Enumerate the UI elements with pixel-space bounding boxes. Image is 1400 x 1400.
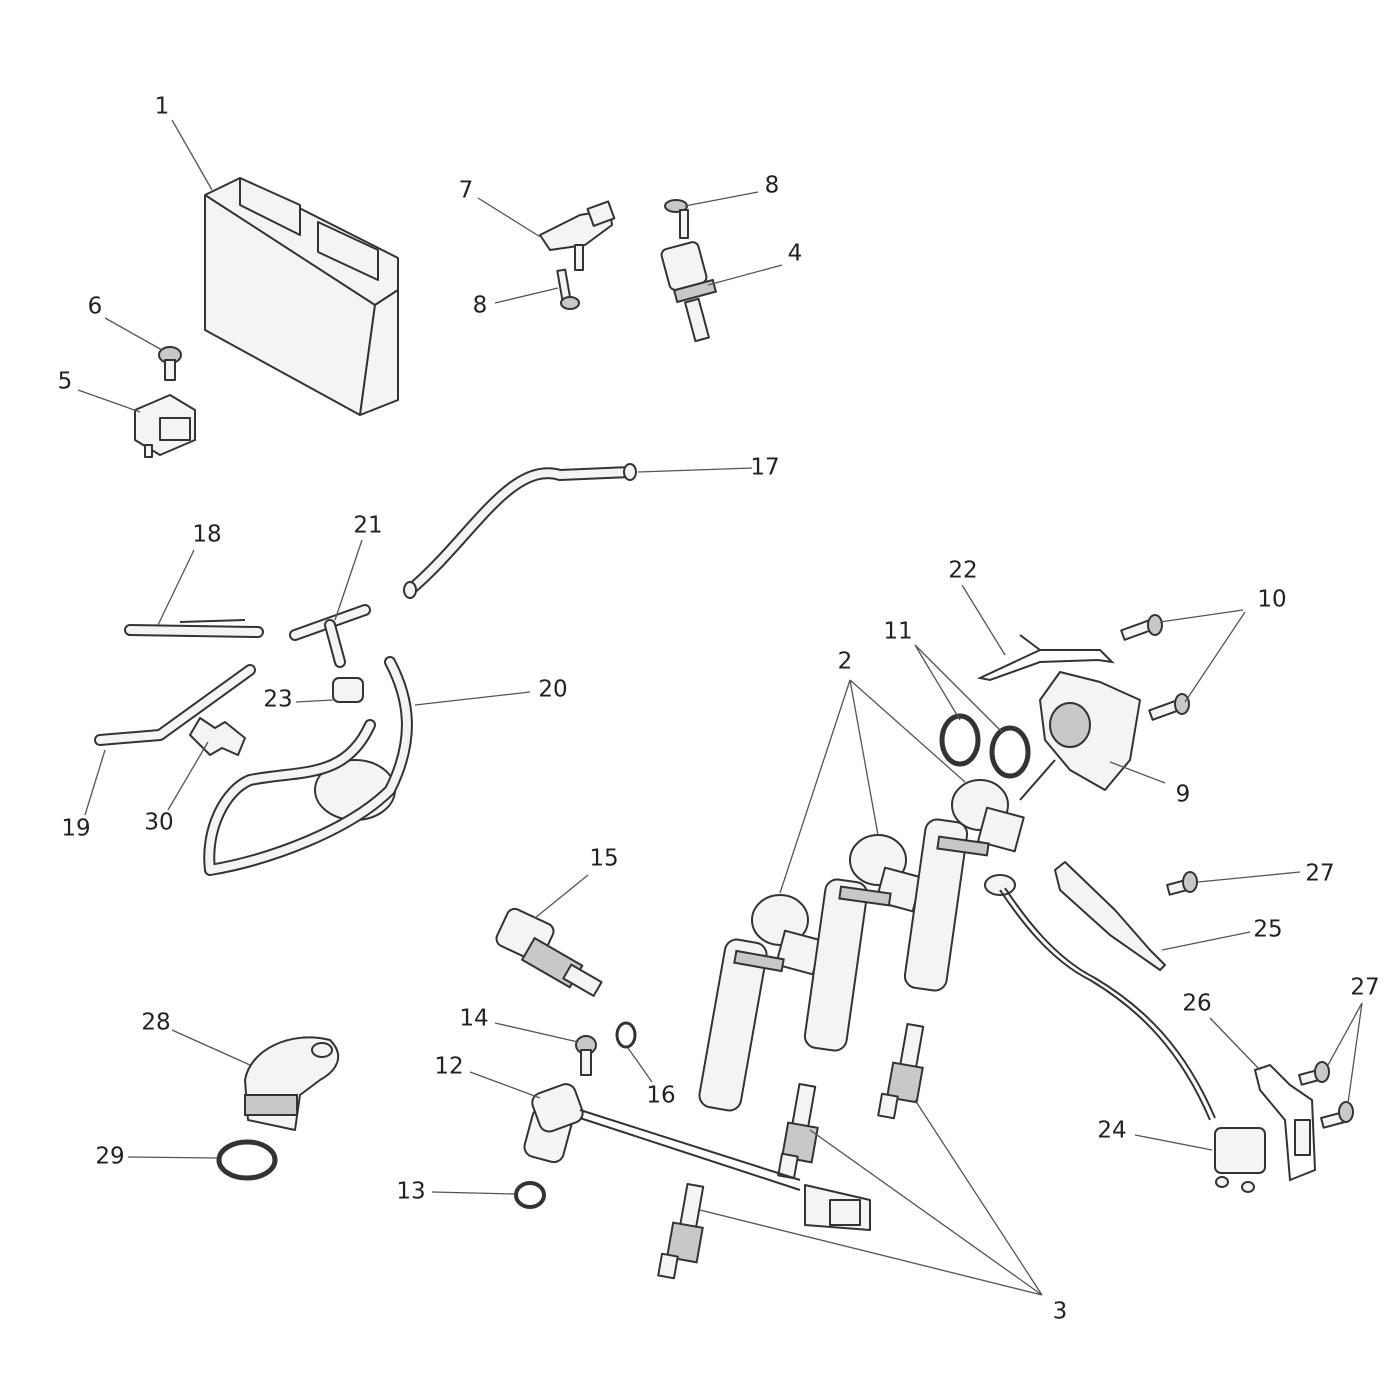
part-29-o-ring[interactable] [216,1139,278,1181]
callout-16: 16 [646,1083,675,1109]
part-18-hose[interactable] [124,619,264,638]
part-27-bolt-lower-b[interactable] [1320,1101,1354,1129]
part-22-bracket[interactable] [976,634,1115,682]
callout-7: 7 [459,178,474,204]
part-10-bolt-upper[interactable] [1120,614,1163,641]
part-5-sensor[interactable] [134,394,196,458]
callout-24: 24 [1097,1118,1126,1144]
callout-11: 11 [883,619,912,645]
part-12-sensor[interactable] [522,1081,871,1231]
part-15-sensor[interactable] [494,906,603,997]
callout-labels: 1 2 3 4 5 6 7 8 8 9 10 11 12 13 14 15 16… [58,94,1380,1325]
callout-26: 26 [1182,991,1211,1017]
part-2-coil-middle[interactable] [803,834,923,1052]
callout-6: 6 [88,294,103,320]
callout-10: 10 [1257,587,1286,613]
part-8-screw-lower[interactable] [556,268,580,310]
callout-4: 4 [788,241,803,267]
part-2-coil-left[interactable] [698,894,823,1112]
part-17-hose[interactable] [403,463,637,599]
part-3-spark-plug-c[interactable] [657,1182,705,1280]
callout-20: 20 [538,677,567,703]
part-30-clip[interactable] [189,717,246,756]
part-8-screw-upper[interactable] [664,199,689,239]
part-6-bolt[interactable] [158,346,182,381]
part-9-sensor[interactable] [1019,671,1141,801]
callout-8-upper: 8 [765,173,780,199]
callout-13: 13 [396,1179,425,1205]
callout-18: 18 [192,522,221,548]
callout-5: 5 [58,369,73,395]
callout-19: 19 [61,816,90,842]
callout-3: 3 [1053,1299,1068,1325]
part-19-hose[interactable] [94,664,256,746]
callout-28: 28 [141,1010,170,1036]
callout-8-lower: 8 [473,293,488,319]
part-24-sensor-harness[interactable] [984,874,1266,1193]
part-1-ecu[interactable] [204,177,399,416]
part-14-bolt[interactable] [575,1035,597,1076]
part-28-cap[interactable] [244,1036,340,1131]
callout-1: 1 [155,94,170,120]
part-10-bolt-lower[interactable] [1148,693,1190,721]
part-11-o-rings[interactable] [939,713,1031,779]
part-16-o-ring[interactable] [615,1021,637,1049]
callout-14: 14 [459,1006,488,1032]
leader-lines [77,119,1363,1296]
callout-17: 17 [750,455,779,481]
part-20-hose[interactable] [203,656,413,876]
part-26-bracket[interactable] [1253,1063,1317,1182]
callout-25: 25 [1253,917,1282,943]
part-3-spark-plug-a[interactable] [777,1082,819,1180]
callout-27-upper: 27 [1305,861,1334,887]
callout-29: 29 [95,1144,124,1170]
part-2-coil-right[interactable] [903,779,1025,992]
callout-30: 30 [144,810,173,836]
part-4-sensor[interactable] [660,241,718,343]
callout-22: 22 [948,558,977,584]
callout-15: 15 [589,846,618,872]
part-3-spark-plug-b[interactable] [877,1022,925,1120]
callout-2: 2 [838,649,853,675]
callout-9: 9 [1176,782,1191,808]
callout-12: 12 [434,1054,463,1080]
callout-27-lower: 27 [1350,975,1379,1001]
callout-23: 23 [263,687,292,713]
part-13-o-ring[interactable] [514,1181,546,1209]
part-25-bracket-plate[interactable] [1054,861,1166,971]
part-21-t-piece[interactable] [289,604,371,668]
callout-21: 21 [353,513,382,539]
part-27-bolt-lower-a[interactable] [1298,1061,1330,1086]
part-7-sensor[interactable] [539,200,616,271]
part-23-sleeve[interactable] [332,677,364,703]
part-27-bolt-upper[interactable] [1166,871,1198,896]
